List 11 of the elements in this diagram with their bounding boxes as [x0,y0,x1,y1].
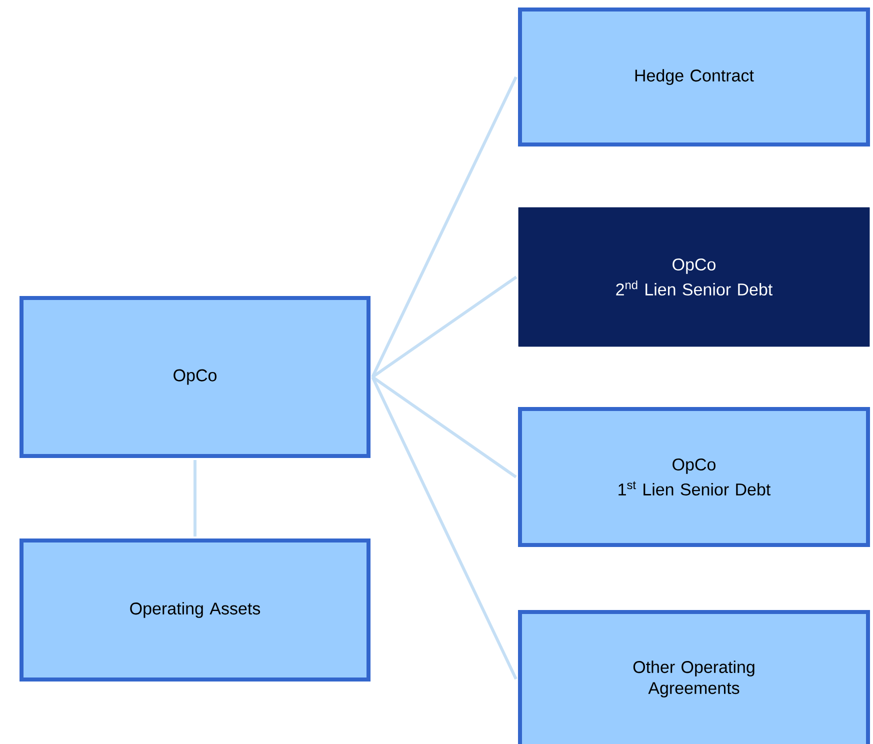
entity-box: Other Operating Agreements [518,610,870,744]
entity-box: Operating Assets [20,538,370,682]
connector-line [372,376,517,478]
connector-line [371,76,518,378]
entity-box: Hedge Contract [518,8,870,146]
connector-line [194,460,196,536]
connector-line [372,276,518,378]
entity-box: OpCo 1$^{st}$ Lien Senior Debt [518,407,870,547]
connector-line [371,376,518,680]
debt-box: OpCo 2$^{nd}$ Lien Senior Debt [518,207,870,347]
entity-box: OpCo [20,296,370,458]
